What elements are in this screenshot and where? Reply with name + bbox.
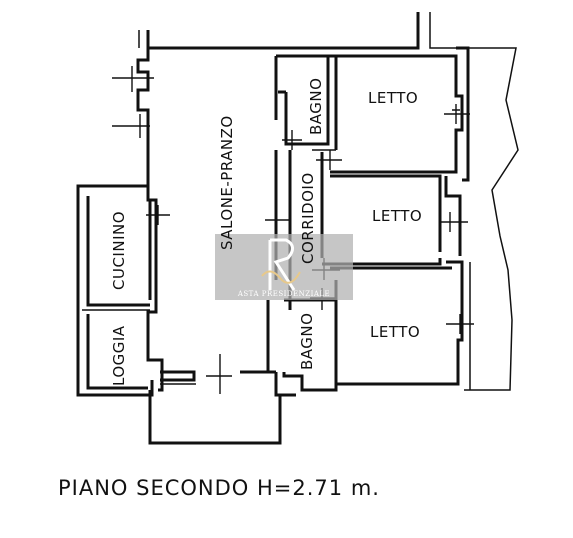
floor-caption: PIANO SECONDO H=2.71 m. xyxy=(58,476,380,500)
door-ticks xyxy=(112,66,474,394)
outer-walls xyxy=(76,12,519,445)
room-label-bagno-top: BAGNO xyxy=(307,78,325,135)
room-label-salone-pranzo: SALONE-PRANZO xyxy=(218,115,236,250)
watermark: ASTA PRESIDENZIALE xyxy=(215,234,353,300)
watermark-text: ASTA PRESIDENZIALE xyxy=(237,290,330,298)
room-label-loggia: LOGGIA xyxy=(110,325,128,386)
room-label-bagno-bottom: BAGNO xyxy=(298,313,316,370)
watermark-logo-icon xyxy=(261,238,301,291)
room-label-letto-2: LETTO xyxy=(372,207,422,225)
room-label-letto-1: LETTO xyxy=(368,89,418,107)
room-label-corridoio: CORRIDOIO xyxy=(299,172,317,264)
room-label-letto-3: LETTO xyxy=(370,323,420,341)
room-label-cucinino: CUCININO xyxy=(110,211,128,290)
